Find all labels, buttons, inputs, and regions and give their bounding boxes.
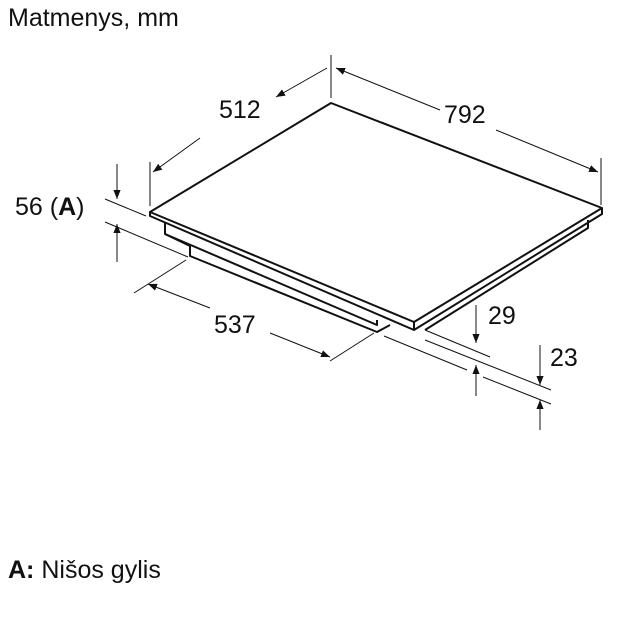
hob-body [164, 220, 589, 333]
label-depth: 512 [219, 96, 261, 124]
label-niche-depth: 56 (A) [15, 193, 85, 221]
legend: A: Nišos gylis [8, 556, 161, 585]
legend-text: Nišos gylis [41, 556, 161, 584]
dim-height-29 [383, 305, 491, 396]
label-body-height: 23 [550, 344, 578, 372]
hob-glass-top [149, 102, 603, 323]
hob-glass-edge [149, 208, 603, 331]
niche-depth-value: 56 [15, 193, 43, 221]
label-body-depth: 537 [214, 311, 256, 339]
diagram-title: Matmenys, mm [8, 4, 179, 32]
dim-height-23 [424, 339, 552, 430]
dim-niche-56 [104, 164, 189, 262]
label-width: 792 [444, 101, 486, 129]
legend-key: A: [8, 556, 35, 584]
dim-width-792 [330, 55, 602, 205]
label-total-height: 29 [488, 302, 516, 330]
niche-ref-letter: A [58, 193, 77, 221]
dim-depth-512 [149, 67, 328, 206]
dim-body-537 [133, 259, 375, 362]
